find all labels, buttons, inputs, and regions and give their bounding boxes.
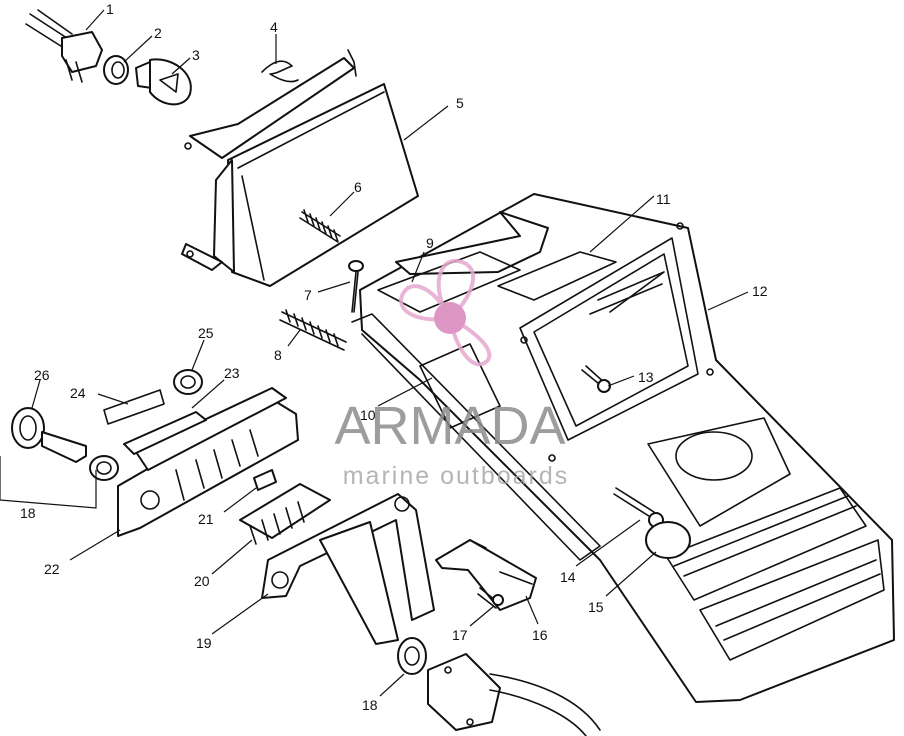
callout-15: 15 xyxy=(588,599,604,615)
part-bezel-plate xyxy=(123,411,207,455)
callout-26: 26 xyxy=(34,367,50,383)
callout-1: 1 xyxy=(106,1,114,17)
part-console-housing xyxy=(351,193,895,703)
part-switch-panel xyxy=(117,387,299,537)
callout-labels: 1 2 3 4 5 6 7 8 9 10 11 12 13 14 15 16 1… xyxy=(20,1,768,713)
part-power-socket xyxy=(397,637,601,736)
callout-3: 3 xyxy=(192,47,200,63)
callout-5: 5 xyxy=(456,95,464,111)
callout-11: 11 xyxy=(656,191,671,207)
watermark-brand: ARMADA xyxy=(334,396,565,456)
callout-24: 24 xyxy=(70,385,86,401)
callout-13: 13 xyxy=(638,369,654,385)
part-toggle-switch xyxy=(435,539,537,611)
part-headlight-housing xyxy=(181,49,419,287)
callout-4: 4 xyxy=(270,19,278,35)
callout-18-bottom: 18 xyxy=(362,697,378,713)
callout-17: 17 xyxy=(452,627,468,643)
callout-16: 16 xyxy=(532,627,548,643)
part-ignition-key xyxy=(11,407,87,463)
watermark: ARMADA marine outboards xyxy=(334,258,570,490)
part-ignition-switch xyxy=(89,455,119,481)
watermark-tagline: marine outboards xyxy=(343,462,570,490)
callout-12: 12 xyxy=(752,283,768,299)
part-mounting-bracket xyxy=(261,493,435,645)
part-decal-upper xyxy=(497,251,617,301)
part-bulb-retainer-ring xyxy=(103,55,129,85)
part-hole-plug xyxy=(645,521,691,559)
part-label xyxy=(103,389,165,425)
part-spring-clip xyxy=(261,60,299,83)
leader-lines xyxy=(31,9,749,697)
callout-22: 22 xyxy=(44,561,60,577)
part-screw xyxy=(348,260,364,313)
callout-23: 23 xyxy=(224,365,240,381)
callout-2: 2 xyxy=(154,25,162,41)
callout-19: 19 xyxy=(196,635,212,651)
part-screw-13 xyxy=(581,365,611,393)
part-connector-plug xyxy=(25,9,103,83)
callout-25: 25 xyxy=(198,325,214,341)
callout-18-left: 18 xyxy=(20,505,36,521)
part-grommet xyxy=(173,369,203,395)
callout-21: 21 xyxy=(198,511,214,527)
callout-8: 8 xyxy=(274,347,282,363)
watermark-propeller-logo xyxy=(399,258,492,367)
part-headlight-bulb xyxy=(135,58,192,106)
callout-10: 10 xyxy=(360,407,376,423)
part-switch-block xyxy=(239,483,331,545)
callout-20: 20 xyxy=(194,573,210,589)
callout-9: 9 xyxy=(426,235,434,251)
part-decal-lower xyxy=(419,343,501,429)
callout-7: 7 xyxy=(304,287,312,303)
part-screw-17 xyxy=(477,587,504,609)
part-screw-14 xyxy=(613,487,664,528)
callout-14: 14 xyxy=(560,569,576,585)
bracket-line-18 xyxy=(0,456,97,509)
part-adjuster-spring-lower xyxy=(279,309,347,351)
part-pin xyxy=(253,469,277,491)
part-adjuster-spring-upper xyxy=(299,209,341,243)
callout-6: 6 xyxy=(354,179,362,195)
